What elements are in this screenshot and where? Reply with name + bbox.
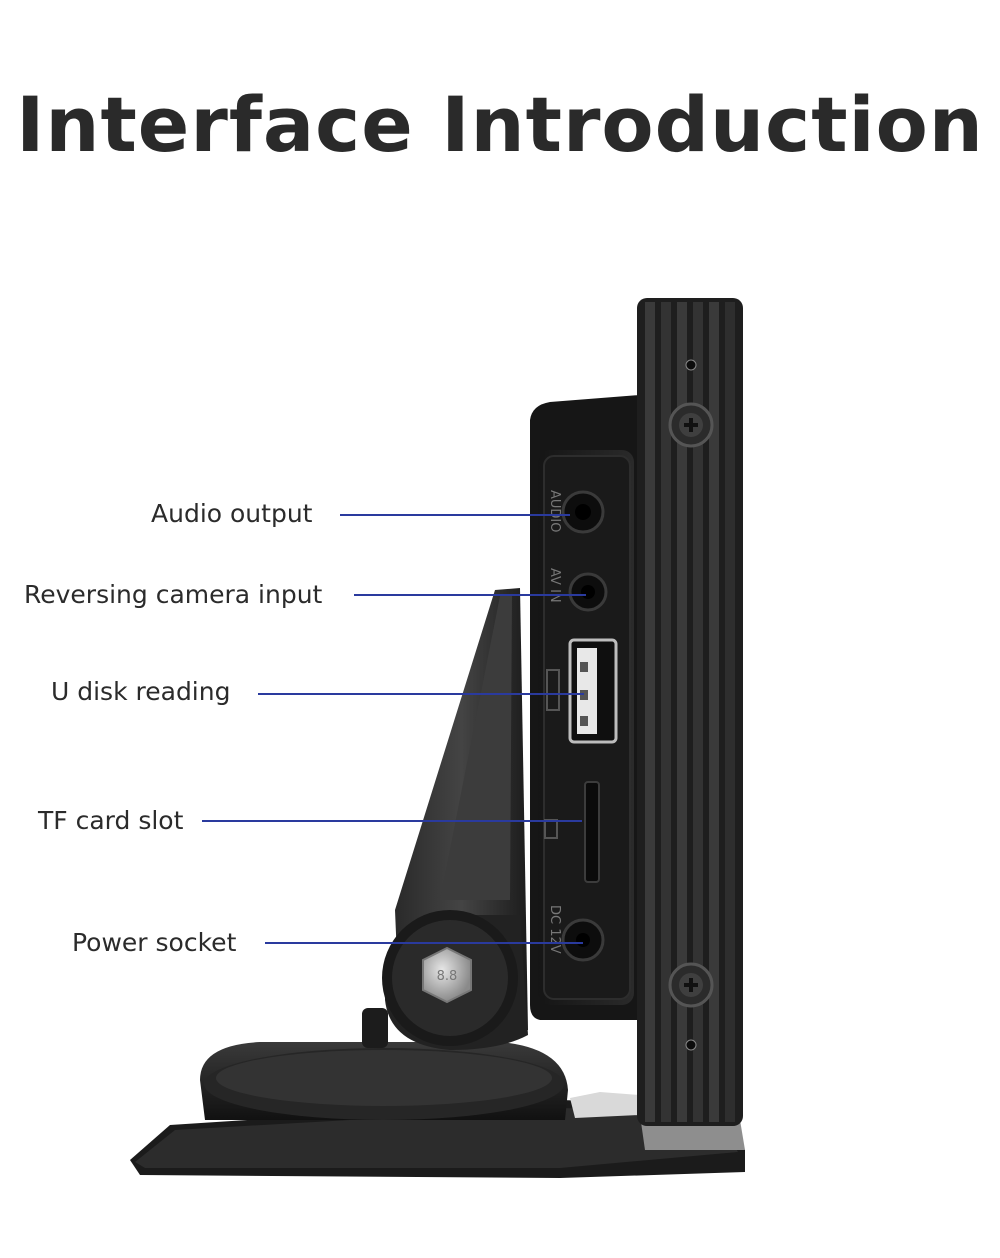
leader-line bbox=[265, 942, 583, 944]
mount-base bbox=[130, 1008, 745, 1178]
leader-line bbox=[354, 594, 586, 596]
callout-tf-card-slot: TF card slot bbox=[38, 806, 184, 835]
dc-power-port: DC 12V bbox=[547, 905, 605, 962]
callout-u-disk-reading: U disk reading bbox=[51, 677, 231, 706]
leader-line bbox=[202, 820, 582, 822]
screw-icon bbox=[668, 962, 714, 1008]
av-in-port: AV IN bbox=[547, 568, 608, 612]
reset-hole-icon bbox=[685, 1039, 697, 1051]
leader-line bbox=[258, 693, 584, 695]
callout-reversing-camera-input: Reversing camera input bbox=[24, 580, 323, 609]
bolt-marking: 8.8 bbox=[437, 969, 458, 984]
av-in-port-marking: AV IN bbox=[547, 568, 562, 603]
leader-line bbox=[340, 514, 570, 516]
display-body bbox=[637, 298, 743, 1126]
audio-port-marking: AUDIO bbox=[547, 490, 562, 533]
dc-port-marking: DC 12V bbox=[547, 905, 562, 954]
tf-card-port bbox=[544, 781, 600, 883]
callout-audio-output: Audio output bbox=[151, 499, 313, 528]
usb-port bbox=[546, 638, 618, 744]
hex-bolt-icon bbox=[422, 946, 472, 1004]
audio-jack-port: AUDIO bbox=[547, 490, 605, 534]
usb-symbol-icon bbox=[546, 669, 560, 711]
mic-hole-icon bbox=[685, 359, 697, 371]
screw-icon bbox=[668, 402, 714, 448]
callout-power-socket: Power socket bbox=[72, 928, 237, 957]
page-title: Interface Introduction bbox=[16, 80, 984, 169]
mount-arm: 8.8 bbox=[382, 588, 528, 1050]
rear-housing bbox=[530, 395, 640, 1020]
